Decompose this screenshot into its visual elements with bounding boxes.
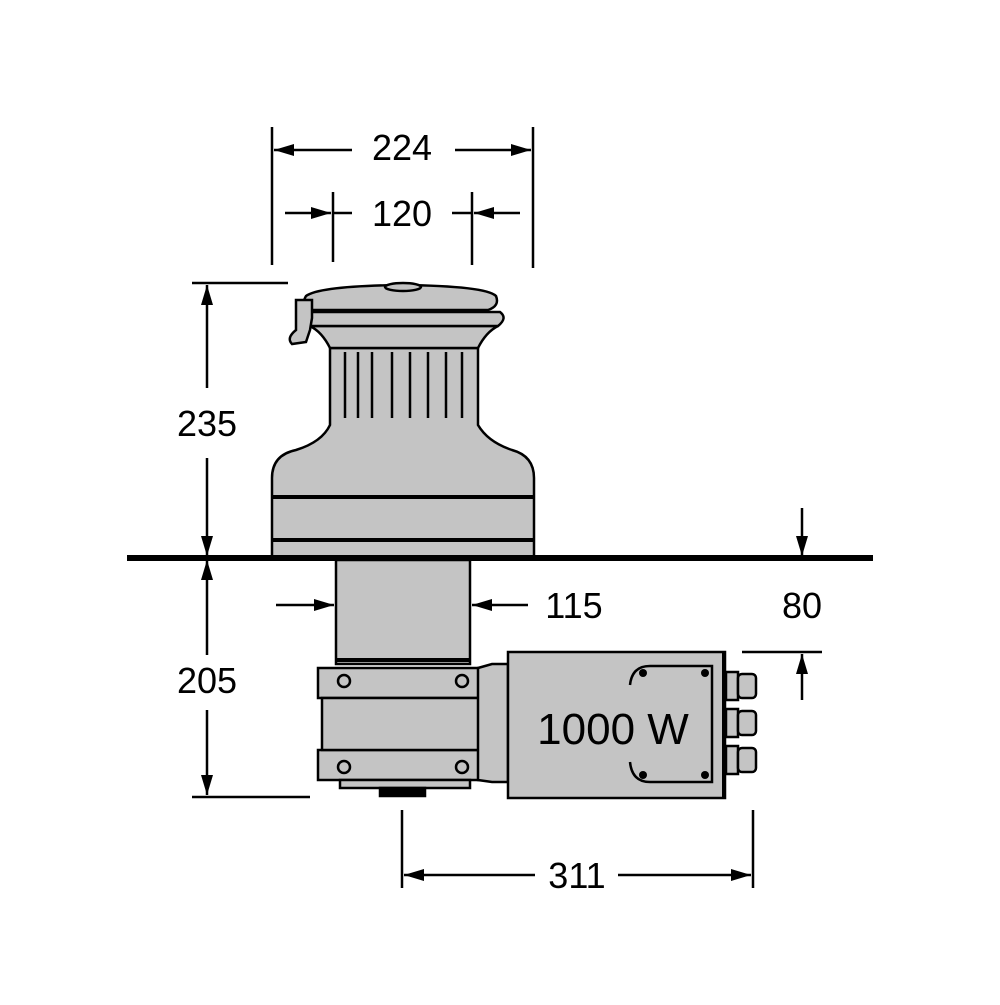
dim-deck-offset-label: 80 — [782, 585, 822, 626]
dim-shaft-width-label: 115 — [545, 585, 602, 626]
dim-overall-width-label: 224 — [372, 127, 432, 168]
motor-power-label: 1000 W — [537, 705, 689, 754]
dim-motor-length-label: 311 — [548, 855, 605, 896]
dimension-lines — [192, 127, 822, 888]
cable-glands — [724, 670, 758, 776]
gearbox-bolts — [336, 673, 470, 775]
dim-height-below-deck-label: 205 — [177, 660, 237, 701]
terminal-bolts — [639, 669, 709, 779]
dim-height-above-deck-label: 235 — [177, 403, 237, 444]
dim-drum-width-label: 120 — [372, 193, 432, 234]
winch-body — [270, 281, 758, 800]
motor-housing — [506, 650, 727, 800]
drum-ribs — [343, 352, 464, 418]
